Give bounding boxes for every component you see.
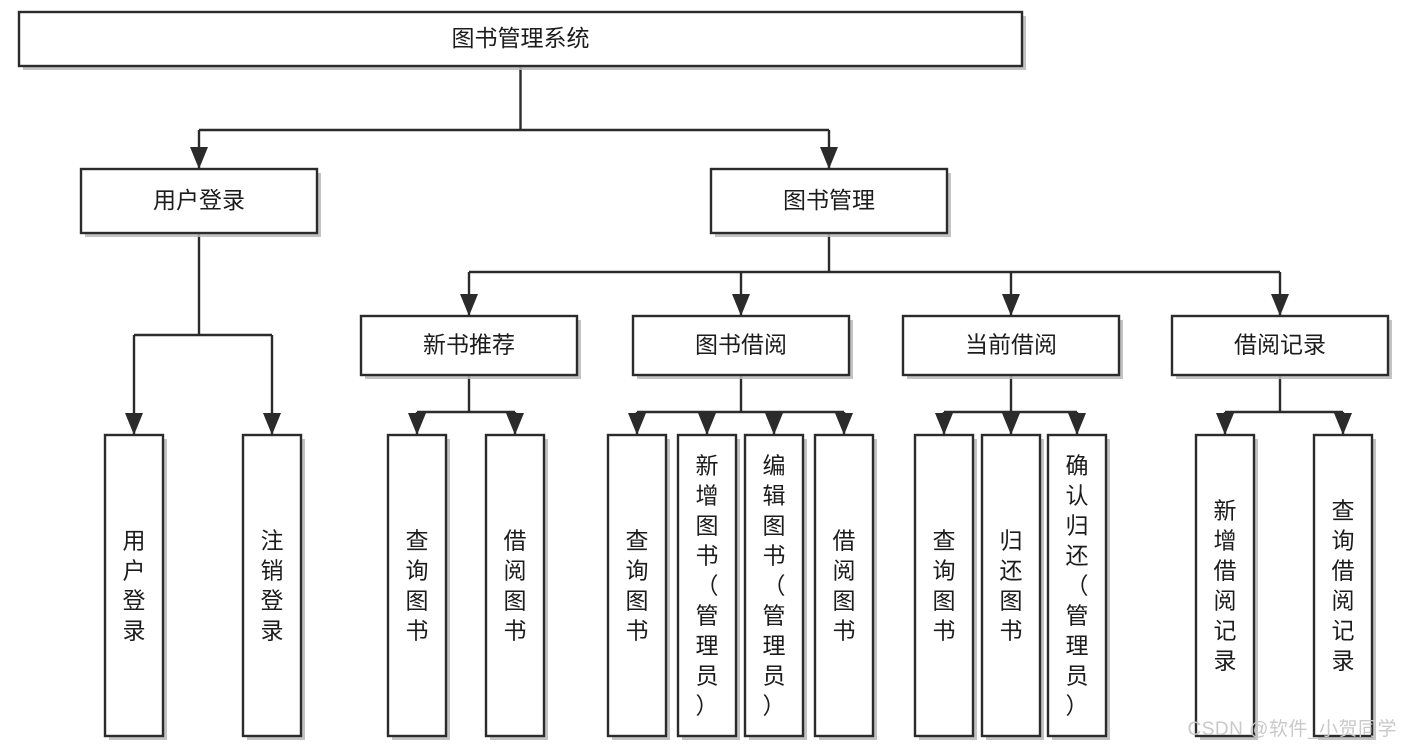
node-leaf-query-book-2[interactable]: 查询图书 bbox=[606, 433, 670, 740]
node-leaf-query-book-3[interactable]: 查询图书 bbox=[913, 433, 977, 740]
arrow-head-icon bbox=[732, 294, 750, 316]
node-label: 借阅图书 bbox=[504, 528, 527, 644]
node-current-borrow[interactable]: 当前借阅 bbox=[901, 314, 1123, 379]
watermark-label: CSDN @软件_小贺同学 bbox=[1187, 719, 1397, 740]
box-outline bbox=[606, 433, 668, 738]
node-label: 注销登录 bbox=[261, 528, 284, 644]
nodes-layer: 图书管理系统用户登录图书管理新书推荐图书借阅当前借阅借阅记录用户登录注销登录查询… bbox=[17, 10, 1392, 740]
node-label: 图书管理 bbox=[783, 187, 875, 213]
node-label: 用户登录 bbox=[123, 528, 146, 644]
arrow-head-icon bbox=[506, 413, 524, 435]
node-leaf-borrow-book-2[interactable]: 借阅图书 bbox=[813, 433, 877, 740]
arrow-head-icon bbox=[1271, 294, 1289, 316]
arrow-head-icon bbox=[835, 413, 853, 435]
arrow-head-icon bbox=[1334, 413, 1352, 435]
node-leaf-return-book[interactable]: 归还图书 bbox=[980, 433, 1044, 740]
node-leaf-user-login[interactable]: 用户登录 bbox=[103, 433, 167, 740]
node-leaf-edit-book[interactable]: 编辑图书（管理员） bbox=[743, 433, 807, 740]
node-label: 图书借阅 bbox=[695, 332, 787, 358]
node-label: 归还图书 bbox=[1000, 528, 1023, 644]
node-leaf-add-record[interactable]: 新增借阅记录 bbox=[1194, 433, 1258, 740]
arrow-head-icon bbox=[935, 413, 953, 435]
arrow-head-icon bbox=[263, 413, 281, 435]
node-label: 借阅图书 bbox=[833, 528, 856, 644]
node-leaf-borrow-book-1[interactable]: 借阅图书 bbox=[484, 433, 548, 740]
box-outline bbox=[709, 167, 949, 235]
node-label: 图书管理系统 bbox=[452, 25, 590, 51]
node-user-login[interactable]: 用户登录 bbox=[79, 167, 321, 237]
node-leaf-logout[interactable]: 注销登录 bbox=[241, 433, 305, 740]
node-label: 查询图书 bbox=[626, 528, 649, 644]
box-outline bbox=[913, 433, 975, 738]
arrow-head-icon bbox=[765, 413, 783, 435]
arrow-head-icon bbox=[1068, 413, 1086, 435]
box-outline bbox=[241, 433, 303, 738]
node-label: 查询图书 bbox=[406, 528, 429, 644]
node-label: 借阅记录 bbox=[1234, 332, 1326, 358]
node-label: 新书推荐 bbox=[423, 332, 515, 358]
connectors-layer bbox=[125, 66, 1352, 435]
arrow-head-icon bbox=[460, 294, 478, 316]
arrow-head-icon bbox=[190, 147, 208, 169]
arrow-head-icon bbox=[408, 413, 426, 435]
box-outline bbox=[1312, 433, 1374, 738]
node-leaf-add-book[interactable]: 新增图书（管理员） bbox=[676, 433, 740, 740]
box-outline bbox=[631, 314, 851, 377]
box-outline bbox=[79, 167, 319, 235]
node-leaf-query-record[interactable]: 查询借阅记录 bbox=[1312, 433, 1376, 740]
box-outline bbox=[17, 10, 1024, 68]
node-new-book-rec[interactable]: 新书推荐 bbox=[359, 314, 581, 379]
box-outline bbox=[484, 433, 546, 738]
node-label: 新增借阅记录 bbox=[1214, 498, 1237, 674]
box-outline bbox=[813, 433, 875, 738]
node-label: 编辑图书（管理员） bbox=[763, 453, 786, 719]
node-book-manage[interactable]: 图书管理 bbox=[709, 167, 951, 237]
arrow-head-icon bbox=[698, 413, 716, 435]
arrow-head-icon bbox=[1002, 294, 1020, 316]
node-label: 确认归还（管理员） bbox=[1066, 453, 1089, 719]
node-label: 用户登录 bbox=[153, 187, 245, 213]
arrow-head-icon bbox=[1216, 413, 1234, 435]
arrow-head-icon bbox=[1002, 413, 1020, 435]
node-borrow-record[interactable]: 借阅记录 bbox=[1170, 314, 1392, 379]
box-outline bbox=[743, 433, 805, 738]
box-outline bbox=[386, 433, 448, 738]
node-book-borrow[interactable]: 图书借阅 bbox=[631, 314, 853, 379]
node-label: 查询图书 bbox=[933, 528, 956, 644]
box-outline bbox=[359, 314, 579, 377]
node-root-图书管理系统[interactable]: 图书管理系统 bbox=[17, 10, 1026, 70]
node-leaf-confirm-return[interactable]: 确认归还（管理员） bbox=[1046, 433, 1110, 740]
arrow-head-icon bbox=[628, 413, 646, 435]
arrow-head-icon bbox=[125, 413, 143, 435]
box-outline bbox=[901, 314, 1121, 377]
box-outline bbox=[1170, 314, 1390, 377]
arrow-head-icon bbox=[820, 147, 838, 169]
node-leaf-query-book-1[interactable]: 查询图书 bbox=[386, 433, 450, 740]
box-outline bbox=[103, 433, 165, 738]
box-outline bbox=[676, 433, 738, 738]
node-label: 新增图书（管理员） bbox=[696, 453, 719, 719]
node-label: 当前借阅 bbox=[965, 332, 1057, 358]
box-outline bbox=[1046, 433, 1108, 738]
node-label: 查询借阅记录 bbox=[1332, 498, 1355, 674]
box-outline bbox=[1194, 433, 1256, 738]
box-outline bbox=[980, 433, 1042, 738]
